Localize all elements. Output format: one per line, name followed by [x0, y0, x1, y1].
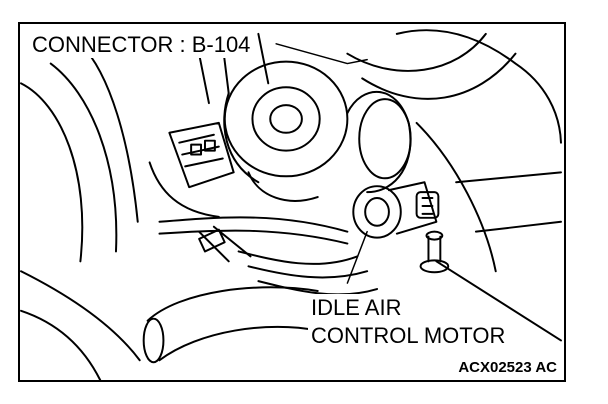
leader-lines	[275, 43, 368, 284]
motor-label-line1: IDLE AIR	[308, 294, 405, 322]
motor-label-line2: CONTROL MOTOR	[308, 322, 509, 350]
diagram-frame: CONNECTOR : B-104 IDLE AIR CONTROL MOTOR…	[18, 22, 566, 382]
motor-leader-line	[346, 230, 368, 284]
motor-label: IDLE AIR CONTROL MOTOR	[308, 294, 509, 350]
sensor-post	[419, 230, 450, 274]
engine-bay-illustration	[20, 29, 562, 380]
idle-air-control-motor	[352, 181, 440, 239]
bottom-pipe	[142, 286, 319, 364]
throttle-body	[223, 60, 412, 202]
connector-b104	[148, 121, 235, 218]
connector-label: CONNECTOR : B-104	[28, 32, 255, 58]
reference-code: ACX02523 AC	[455, 359, 560, 376]
wire-harness	[158, 216, 379, 296]
connector-leader-line	[275, 43, 368, 65]
